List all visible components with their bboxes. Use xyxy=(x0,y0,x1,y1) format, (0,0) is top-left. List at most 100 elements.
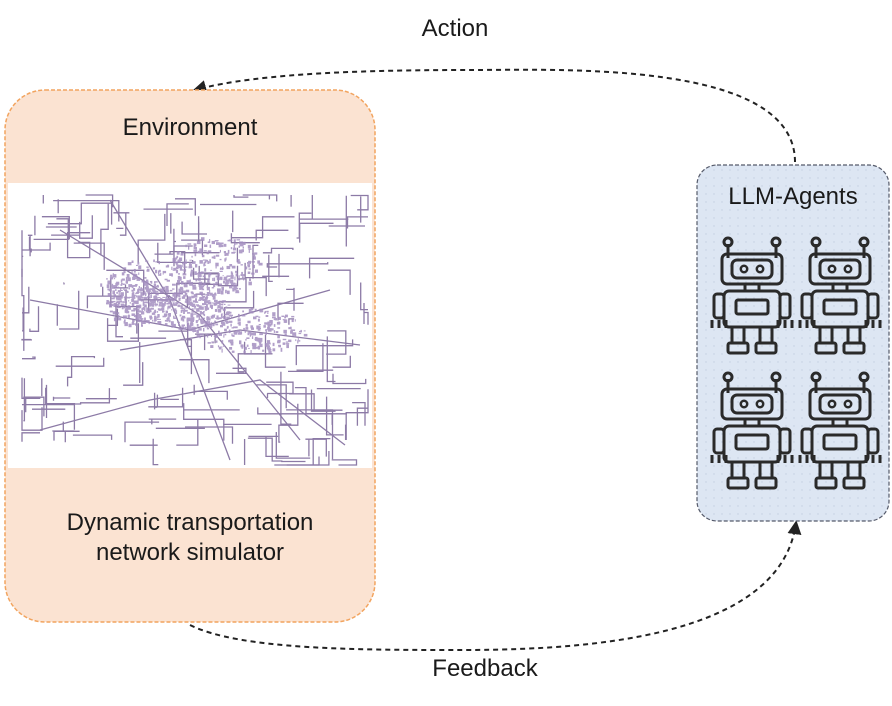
urban-cell xyxy=(116,312,120,314)
urban-cell xyxy=(219,306,224,310)
urban-cell xyxy=(145,301,149,304)
urban-cell xyxy=(128,314,130,319)
urban-cell xyxy=(134,277,137,279)
urban-cell xyxy=(247,320,251,324)
urban-cell xyxy=(232,252,234,254)
urban-cell xyxy=(291,315,295,318)
urban-cell xyxy=(209,244,212,248)
urban-cell xyxy=(245,338,247,341)
urban-cell xyxy=(199,306,204,310)
urban-cell xyxy=(266,310,269,312)
urban-cell xyxy=(204,301,207,305)
urban-cell xyxy=(214,309,218,312)
urban-cell xyxy=(154,309,157,313)
road-segment xyxy=(256,384,287,409)
urban-cell xyxy=(198,275,200,279)
urban-cell xyxy=(196,334,201,338)
urban-cell xyxy=(190,328,195,332)
urban-cell xyxy=(199,287,204,290)
urban-cell xyxy=(185,259,187,261)
urban-cell xyxy=(166,279,170,282)
urban-cell xyxy=(175,302,179,305)
urban-cell xyxy=(180,326,185,329)
urban-cell xyxy=(128,284,133,288)
urban-cell xyxy=(167,319,171,321)
urban-cell xyxy=(191,308,194,311)
urban-cell xyxy=(148,308,152,312)
urban-cell xyxy=(191,255,193,258)
urban-cell xyxy=(217,308,222,313)
urban-cell xyxy=(159,298,163,301)
urban-cell xyxy=(140,298,144,302)
road-segment xyxy=(181,252,220,254)
urban-cell xyxy=(248,309,252,313)
urban-cell xyxy=(222,316,224,318)
urban-cell xyxy=(136,304,141,309)
urban-cell xyxy=(230,323,232,327)
urban-cell xyxy=(206,251,209,255)
urban-cell xyxy=(214,292,217,295)
urban-cell xyxy=(165,299,169,302)
urban-cell xyxy=(183,261,187,264)
urban-cell xyxy=(171,309,173,311)
urban-cell xyxy=(219,258,222,261)
urban-cell xyxy=(115,282,119,286)
urban-cell xyxy=(211,240,215,245)
urban-cell xyxy=(213,283,216,288)
urban-cell xyxy=(232,247,237,251)
road-segment xyxy=(255,229,289,241)
urban-cell xyxy=(170,302,172,307)
urban-cell xyxy=(244,346,247,350)
urban-cell xyxy=(252,345,257,350)
urban-cell xyxy=(144,283,149,286)
urban-cell xyxy=(136,277,141,281)
urban-cell xyxy=(151,304,155,307)
urban-cell xyxy=(292,332,297,336)
urban-cell xyxy=(239,241,243,245)
road-segment xyxy=(41,216,70,240)
urban-cell xyxy=(120,303,125,307)
urban-cell xyxy=(229,279,234,284)
urban-cell xyxy=(224,328,227,332)
road-segment xyxy=(32,384,66,418)
urban-cell xyxy=(146,285,149,288)
urban-cell xyxy=(182,262,185,265)
urban-cell xyxy=(216,307,218,309)
urban-cell xyxy=(207,342,211,344)
road-segment xyxy=(29,306,40,332)
urban-cell xyxy=(290,326,292,330)
urban-cell xyxy=(238,261,241,264)
urban-cell xyxy=(195,279,198,282)
urban-cell xyxy=(231,350,235,353)
urban-cell xyxy=(212,302,214,304)
urban-cell xyxy=(143,305,147,307)
urban-cell xyxy=(112,273,114,276)
urban-cell xyxy=(169,273,172,276)
urban-cell xyxy=(127,277,131,282)
road-segment xyxy=(124,421,160,443)
urban-cell xyxy=(251,327,254,330)
urban-cell xyxy=(112,311,116,315)
road-segment xyxy=(21,432,40,442)
urban-cell xyxy=(200,320,204,324)
urban-cell xyxy=(133,319,135,323)
urban-cell xyxy=(162,286,165,290)
urban-cell xyxy=(120,292,124,297)
urban-cell xyxy=(204,297,207,300)
urban-cell xyxy=(272,348,276,352)
urban-cell xyxy=(204,299,207,303)
urban-cell xyxy=(183,311,185,314)
urban-cell xyxy=(197,305,200,307)
urban-cell xyxy=(201,317,205,319)
urban-cell xyxy=(257,318,260,322)
urban-cell xyxy=(241,249,244,253)
urban-cell xyxy=(208,301,212,305)
road-segment xyxy=(66,232,91,259)
urban-cell xyxy=(191,302,194,305)
urban-cell xyxy=(257,326,261,331)
urban-cell xyxy=(124,319,126,322)
urban-cell xyxy=(164,319,168,322)
urban-cell xyxy=(121,272,125,276)
urban-cell xyxy=(227,325,229,329)
